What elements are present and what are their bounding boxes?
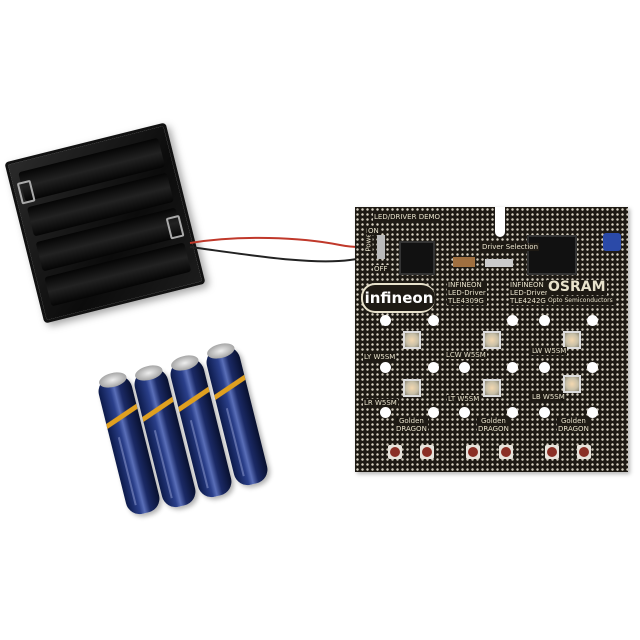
mounting-hole (587, 315, 598, 326)
off-label: OFF (373, 265, 389, 273)
mounting-hole (507, 315, 518, 326)
led-label: LR W5SM (363, 399, 398, 407)
mounting-hole (459, 362, 470, 373)
led (483, 331, 501, 349)
mounting-hole (539, 362, 550, 373)
push-button[interactable] (388, 445, 402, 459)
driver-selection-label: Driver Selection (481, 243, 540, 251)
led (563, 375, 581, 393)
led-label: LB W5SM (531, 393, 566, 401)
infineon-logo: infineon (361, 283, 435, 313)
mounting-hole (380, 407, 391, 418)
mounting-hole (587, 362, 598, 373)
osram-logo: OSRAM (547, 279, 607, 295)
led-label: LT W5SM (447, 395, 481, 403)
board-title: LED/DRIVER DEMO (373, 213, 442, 221)
led (403, 331, 421, 349)
mounting-hole (587, 407, 598, 418)
push-button[interactable] (577, 445, 591, 459)
mounting-hole (428, 315, 439, 326)
osram-subtitle: Opto Semiconductors (547, 297, 614, 305)
power-switch[interactable] (377, 235, 385, 259)
led-label: LW W5SM (531, 347, 568, 355)
mounting-hole (428, 407, 439, 418)
mounting-hole (539, 315, 550, 326)
driver-chip (399, 241, 435, 275)
mounting-hole (428, 362, 439, 373)
led-label: LY W5SM (363, 353, 397, 361)
driver-chip (527, 235, 577, 275)
potentiometer[interactable] (603, 233, 621, 251)
mounting-hole (380, 362, 391, 373)
battery-holder (4, 122, 206, 324)
mounting-hole (507, 407, 518, 418)
component (453, 257, 475, 267)
mounting-hole (380, 315, 391, 326)
board-notch (495, 207, 505, 237)
led-driver-board: LED/DRIVER DEMO Power ON OFF Driver Sele… (355, 207, 628, 472)
driver-selection-switch[interactable] (485, 259, 513, 267)
led (563, 331, 581, 349)
on-label: ON (367, 227, 380, 235)
mounting-hole (459, 407, 470, 418)
push-button[interactable] (545, 445, 559, 459)
led-label: LCW W5SM (445, 351, 487, 359)
mounting-hole (539, 407, 550, 418)
led (403, 379, 421, 397)
led (483, 379, 501, 397)
mounting-hole (507, 362, 518, 373)
push-button[interactable] (499, 445, 513, 459)
push-button[interactable] (466, 445, 480, 459)
push-button[interactable] (420, 445, 434, 459)
